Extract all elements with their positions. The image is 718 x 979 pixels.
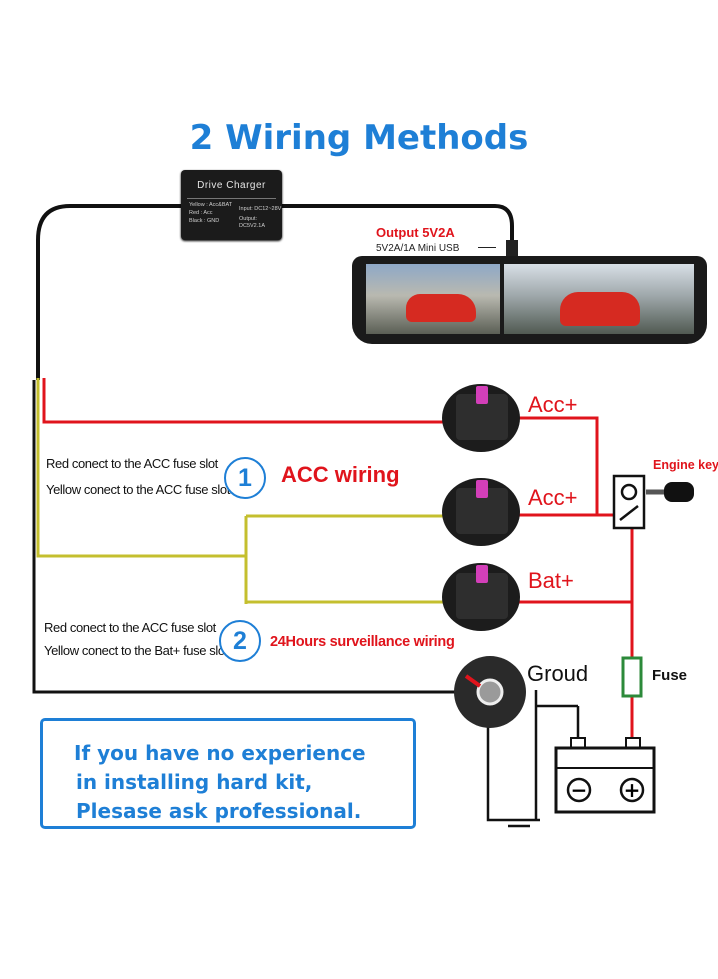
rear-camera-view bbox=[504, 264, 694, 334]
usb-cable bbox=[282, 204, 514, 256]
front-camera-view bbox=[366, 264, 500, 334]
slot-label-acc-mid: Acc+ bbox=[528, 485, 578, 510]
ignition-switch bbox=[612, 474, 646, 530]
notice-line3: Plesase ask professional. bbox=[76, 799, 362, 823]
notice-box: If you have no experience in installing … bbox=[40, 718, 416, 829]
slot-label-acc-top: Acc+ bbox=[528, 392, 578, 417]
usb-plug bbox=[506, 240, 518, 256]
power-cable bbox=[36, 204, 182, 380]
ground-label: Groud bbox=[527, 661, 589, 686]
output-label: Output 5V2A bbox=[376, 225, 455, 240]
method2-line1: Red conect to the ACC fuse slot bbox=[44, 620, 216, 635]
fuse-box-acc-top bbox=[442, 384, 520, 452]
charger-input: Input: DC12~28V bbox=[239, 206, 282, 212]
battery-minus: − bbox=[571, 778, 588, 802]
yellow-wire-acc bbox=[244, 514, 448, 604]
usb-arrow bbox=[478, 247, 496, 248]
fuse-icon bbox=[621, 656, 643, 698]
charger-red: Red : Acc bbox=[189, 210, 213, 216]
method1-line1: Red conect to the ACC fuse slot bbox=[46, 456, 218, 471]
method1-label: ACC wiring bbox=[281, 462, 400, 487]
method2-number: 2 bbox=[219, 620, 261, 662]
method1-line2: Yellow conect to the ACC fuse slot bbox=[46, 482, 230, 497]
method2-line2: Yellow conect to the Bat+ fuse slot bbox=[44, 643, 228, 658]
yellow-wire bbox=[36, 378, 246, 558]
notice-line1: If you have no experience bbox=[74, 741, 366, 765]
fuse-label: Fuse bbox=[652, 667, 688, 684]
charger-black: Black : GND bbox=[189, 218, 220, 224]
battery-plus: + bbox=[624, 778, 641, 802]
fuse-box-acc-mid bbox=[442, 478, 520, 546]
fuse-box-bat bbox=[442, 563, 520, 631]
red-wire bbox=[42, 378, 448, 424]
charger-yellow: Yellow : Acc&BAT bbox=[189, 202, 233, 208]
slot-label-bat: Bat+ bbox=[528, 568, 574, 593]
method2-label: 24Hours surveillance wiring bbox=[270, 634, 455, 650]
usb-connector-label: 5V2A/1A Mini USB bbox=[376, 243, 460, 254]
black-wire bbox=[32, 380, 458, 694]
page-title: 2 Wiring Methods bbox=[189, 118, 529, 158]
ground-symbol bbox=[486, 694, 540, 828]
charger-output: Output: DC5V2.1A bbox=[239, 216, 265, 229]
drive-charger: Drive Charger Yellow : Acc&BAT Red : Acc… bbox=[181, 170, 282, 240]
engine-key-label: Engine key bbox=[653, 458, 718, 472]
notice-line2: in installing hard kit, bbox=[76, 770, 313, 794]
mirror-dashcam bbox=[352, 256, 707, 344]
acc-circuit bbox=[506, 416, 599, 517]
charger-title: Drive Charger bbox=[197, 180, 266, 191]
method1-number: 1 bbox=[224, 457, 266, 499]
